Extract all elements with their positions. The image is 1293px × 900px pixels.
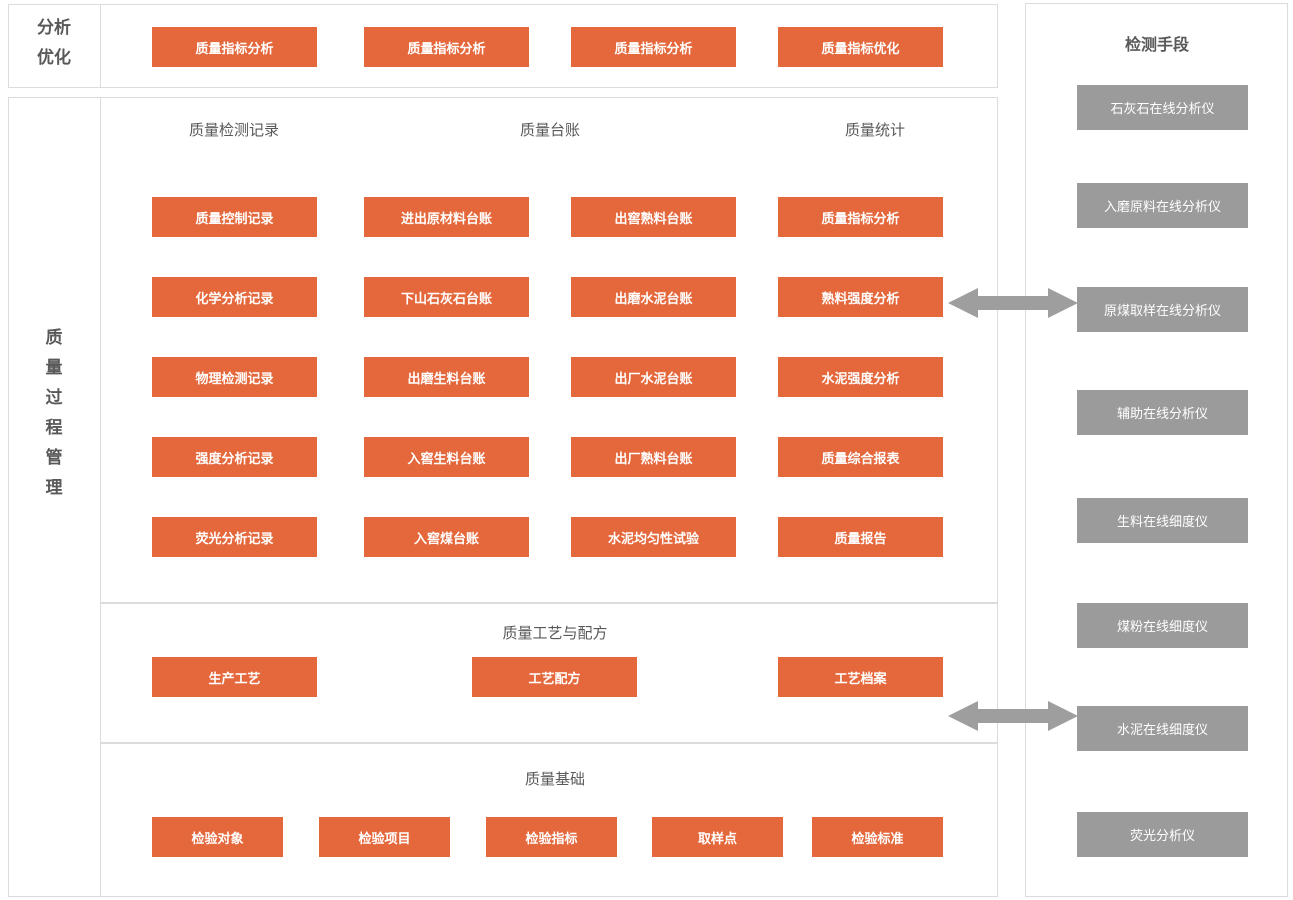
records-grid-node: 质量综合报表 bbox=[778, 437, 943, 477]
detection-node: 生料在线细度仪 bbox=[1077, 498, 1248, 543]
basis-node: 取样点 bbox=[652, 817, 783, 857]
records-grid-node: 化学分析记录 bbox=[152, 277, 317, 317]
records-grid-node: 出厂水泥台账 bbox=[571, 357, 736, 397]
detection-node: 水泥在线细度仪 bbox=[1077, 706, 1248, 751]
records-grid-node: 出窖熟料台账 bbox=[571, 197, 736, 237]
basis-node: 检验标准 bbox=[812, 817, 943, 857]
records-grid-node: 入窖煤台账 bbox=[364, 517, 529, 557]
craft-node: 生产工艺 bbox=[152, 657, 317, 697]
double-arrow-icon bbox=[948, 701, 1078, 731]
detection-node: 荧光分析仪 bbox=[1077, 812, 1248, 857]
analysis-node: 质量指标分析 bbox=[152, 27, 317, 67]
detection-node: 原煤取样在线分析仪 bbox=[1077, 287, 1248, 332]
statistics-column-header: 质量统计 bbox=[844, 122, 906, 139]
records-grid-node: 水泥均匀性试验 bbox=[571, 517, 736, 557]
records-grid-node: 质量控制记录 bbox=[152, 197, 317, 237]
basis-node: 检验项目 bbox=[319, 817, 450, 857]
records-grid-node: 出厂熟料台账 bbox=[571, 437, 736, 477]
double-arrow-icon bbox=[948, 288, 1078, 318]
analysis-node: 质量指标优化 bbox=[778, 27, 943, 67]
detection-node: 石灰石在线分析仪 bbox=[1077, 85, 1248, 130]
records-grid-node: 进出原材料台账 bbox=[364, 197, 529, 237]
ledger-column-header: 质量台账 bbox=[519, 122, 581, 139]
records-grid-node: 荧光分析记录 bbox=[152, 517, 317, 557]
records-grid-node: 入窖生料台账 bbox=[364, 437, 529, 477]
craft-node: 工艺档案 bbox=[778, 657, 943, 697]
records-grid-node: 出磨生料台账 bbox=[364, 357, 529, 397]
records-grid-node: 下山石灰石台账 bbox=[364, 277, 529, 317]
analysis-node: 质量指标分析 bbox=[571, 27, 736, 67]
records-grid-node: 水泥强度分析 bbox=[778, 357, 943, 397]
detection-panel-header: 检测手段 bbox=[1124, 37, 1190, 54]
records-grid-node: 熟料强度分析 bbox=[778, 277, 943, 317]
basis-node: 检验指标 bbox=[486, 817, 617, 857]
records-grid-node: 出磨水泥台账 bbox=[571, 277, 736, 317]
records-grid-node: 质量指标分析 bbox=[778, 197, 943, 237]
process-section-label: 质量过程管理 bbox=[45, 328, 63, 497]
craft-header: 质量工艺与配方 bbox=[502, 625, 608, 642]
detection-node: 煤粉在线细度仪 bbox=[1077, 603, 1248, 648]
analysis-label-divider bbox=[100, 4, 101, 88]
basis-header: 质量基础 bbox=[524, 771, 586, 788]
records-grid-node: 质量报告 bbox=[778, 517, 943, 557]
craft-node: 工艺配方 bbox=[472, 657, 637, 697]
analysis-node: 质量指标分析 bbox=[364, 27, 529, 67]
records-column-header: 质量检测记录 bbox=[188, 122, 280, 139]
basis-node: 检验对象 bbox=[152, 817, 283, 857]
analysis-section-label: 分析优化 bbox=[37, 18, 71, 67]
records-grid-node: 物理检测记录 bbox=[152, 357, 317, 397]
detection-panel-box bbox=[1025, 3, 1288, 897]
detection-node: 辅助在线分析仪 bbox=[1077, 390, 1248, 435]
records-grid-node: 强度分析记录 bbox=[152, 437, 317, 477]
detection-node: 入磨原料在线分析仪 bbox=[1077, 183, 1248, 228]
